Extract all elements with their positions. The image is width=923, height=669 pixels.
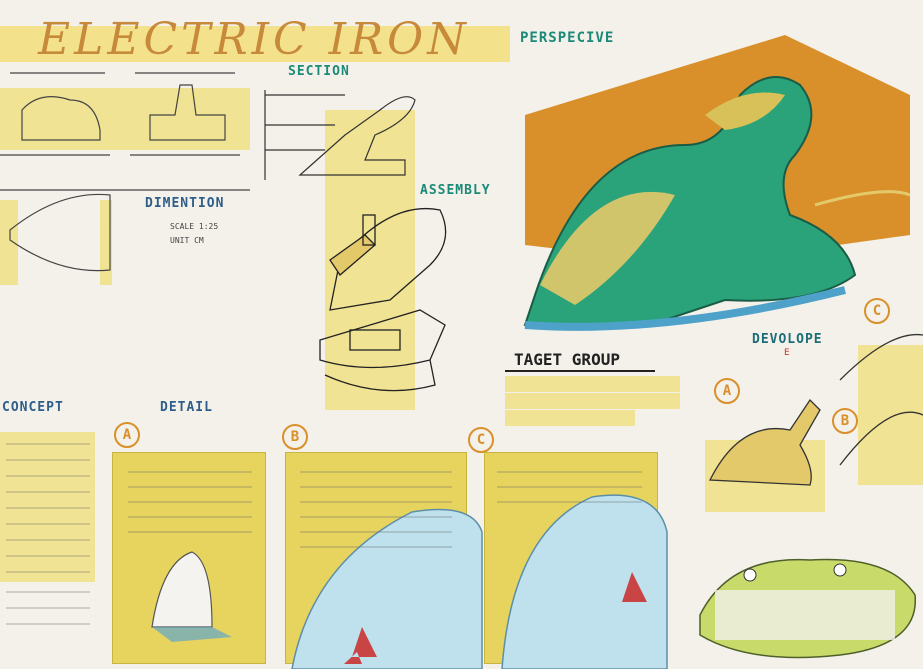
section-drawing xyxy=(264,90,416,180)
ortho-band-mid xyxy=(100,200,112,285)
detail-label: DETAIL xyxy=(160,400,213,415)
perspective-label: PERSPECIVE xyxy=(520,30,615,46)
assembly-drawing xyxy=(319,207,447,392)
devolope-label: DEVOLOPE xyxy=(752,332,823,347)
marker-a-develop: A xyxy=(714,378,740,404)
ortho-band-left xyxy=(0,200,18,285)
detail-text-lines xyxy=(128,471,642,548)
develop-band-c xyxy=(858,345,923,485)
mascot-sketch xyxy=(699,558,916,659)
title-highlight xyxy=(0,26,510,62)
concept-label: CONCEPT xyxy=(2,400,64,415)
target-text-band-1 xyxy=(505,376,680,392)
marker-b-develop: B xyxy=(832,408,858,434)
perspective-illustration xyxy=(523,35,911,331)
marker-c-detail: C xyxy=(468,427,494,453)
dimention-label: DIMENTION xyxy=(145,196,225,211)
develop-sketches xyxy=(708,333,923,486)
marker-a-detail: A xyxy=(114,422,140,448)
detail-illustrations xyxy=(151,494,668,669)
devolope-mark: E xyxy=(784,348,790,358)
unit-text: UNIT CM xyxy=(170,236,204,245)
target-group-label: TAGET GROUP xyxy=(514,350,620,369)
scale-text: SCALE 1:25 xyxy=(170,222,219,231)
concept-text-panel xyxy=(0,432,95,582)
section-label: SECTION xyxy=(288,64,350,79)
marker-c-develop: C xyxy=(864,298,890,324)
target-text-band-2 xyxy=(505,393,680,409)
page-title: ELECTRIC IRON xyxy=(38,14,470,65)
orthographic-views xyxy=(0,72,250,272)
concept-text-lines xyxy=(6,443,90,625)
target-group-underline xyxy=(505,350,655,372)
marker-b-detail: B xyxy=(282,424,308,450)
assembly-label: ASSEMBLY xyxy=(420,183,491,198)
target-text-band-3 xyxy=(505,410,635,426)
